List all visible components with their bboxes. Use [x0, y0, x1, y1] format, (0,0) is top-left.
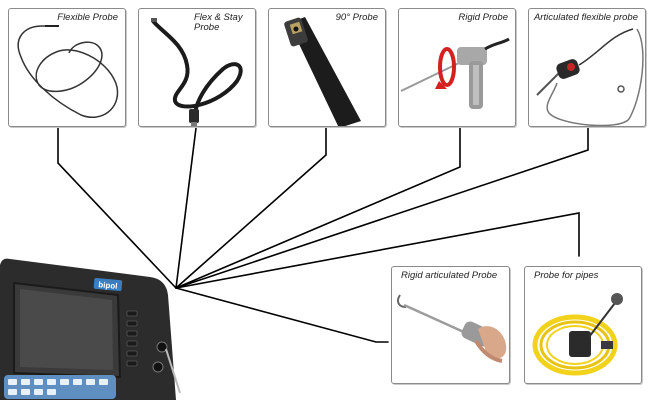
probe-label: Flex & Stay Probe	[194, 12, 243, 33]
device-button	[126, 340, 138, 347]
probe-label: Articulated flexible probe	[533, 12, 638, 23]
videoscope-device: bipol	[0, 258, 181, 400]
rigid-articulated-probe-image	[397, 294, 507, 363]
connector-rigid-articulated-probe	[175, 287, 389, 343]
articulated-flexible-probe-image	[536, 28, 644, 126]
connector-articulated-flexible-probe	[175, 127, 589, 289]
device-button	[126, 350, 138, 357]
probe-card-90-degree[interactable]: 90° Probe	[268, 8, 386, 127]
brand-logo-text: bipol	[98, 280, 118, 291]
connector-port	[152, 361, 164, 373]
connector-rigid-probe	[175, 127, 461, 289]
flex-stay-probe-image	[151, 18, 243, 126]
connector-flexible-probe	[57, 127, 177, 289]
device-button	[126, 360, 138, 367]
probe-label: Flexible Probe	[57, 12, 118, 23]
flexible-probe-image	[17, 25, 119, 118]
connector-90-probe	[175, 127, 327, 289]
keypad	[4, 375, 116, 399]
probe-card-pipe[interactable]: Probe for pipes	[524, 266, 642, 384]
rigid-probe-image	[400, 37, 510, 109]
device-button	[126, 310, 138, 317]
probe-label: Rigid articulated Probe	[401, 270, 498, 281]
probe-label: Rigid Probe	[458, 12, 508, 23]
connector-probe-for-pipes	[175, 212, 580, 289]
connector-port	[156, 341, 168, 353]
probe-label: Probe for pipes	[534, 270, 599, 281]
probe-card-flexible[interactable]: Flexible Probe	[8, 8, 126, 127]
connector-flex-stay-probe	[175, 127, 197, 289]
device-button	[126, 320, 138, 327]
ninety-degree-probe-image	[284, 17, 361, 126]
probe-card-flex-stay[interactable]: Flex & Stay Probe	[138, 8, 256, 127]
rotation-arrow-icon	[438, 47, 456, 87]
pipe-probe-image	[532, 293, 623, 376]
probe-card-articulated-flexible[interactable]: Articulated flexible probe	[528, 8, 646, 127]
probe-label: 90° Probe	[335, 12, 378, 23]
probe-card-rigid-articulated[interactable]: Rigid articulated Probe	[391, 266, 510, 384]
device-stand	[165, 348, 181, 394]
device-button	[126, 330, 138, 337]
probe-card-rigid[interactable]: Rigid Probe	[398, 8, 516, 127]
brand-logo	[93, 277, 123, 292]
